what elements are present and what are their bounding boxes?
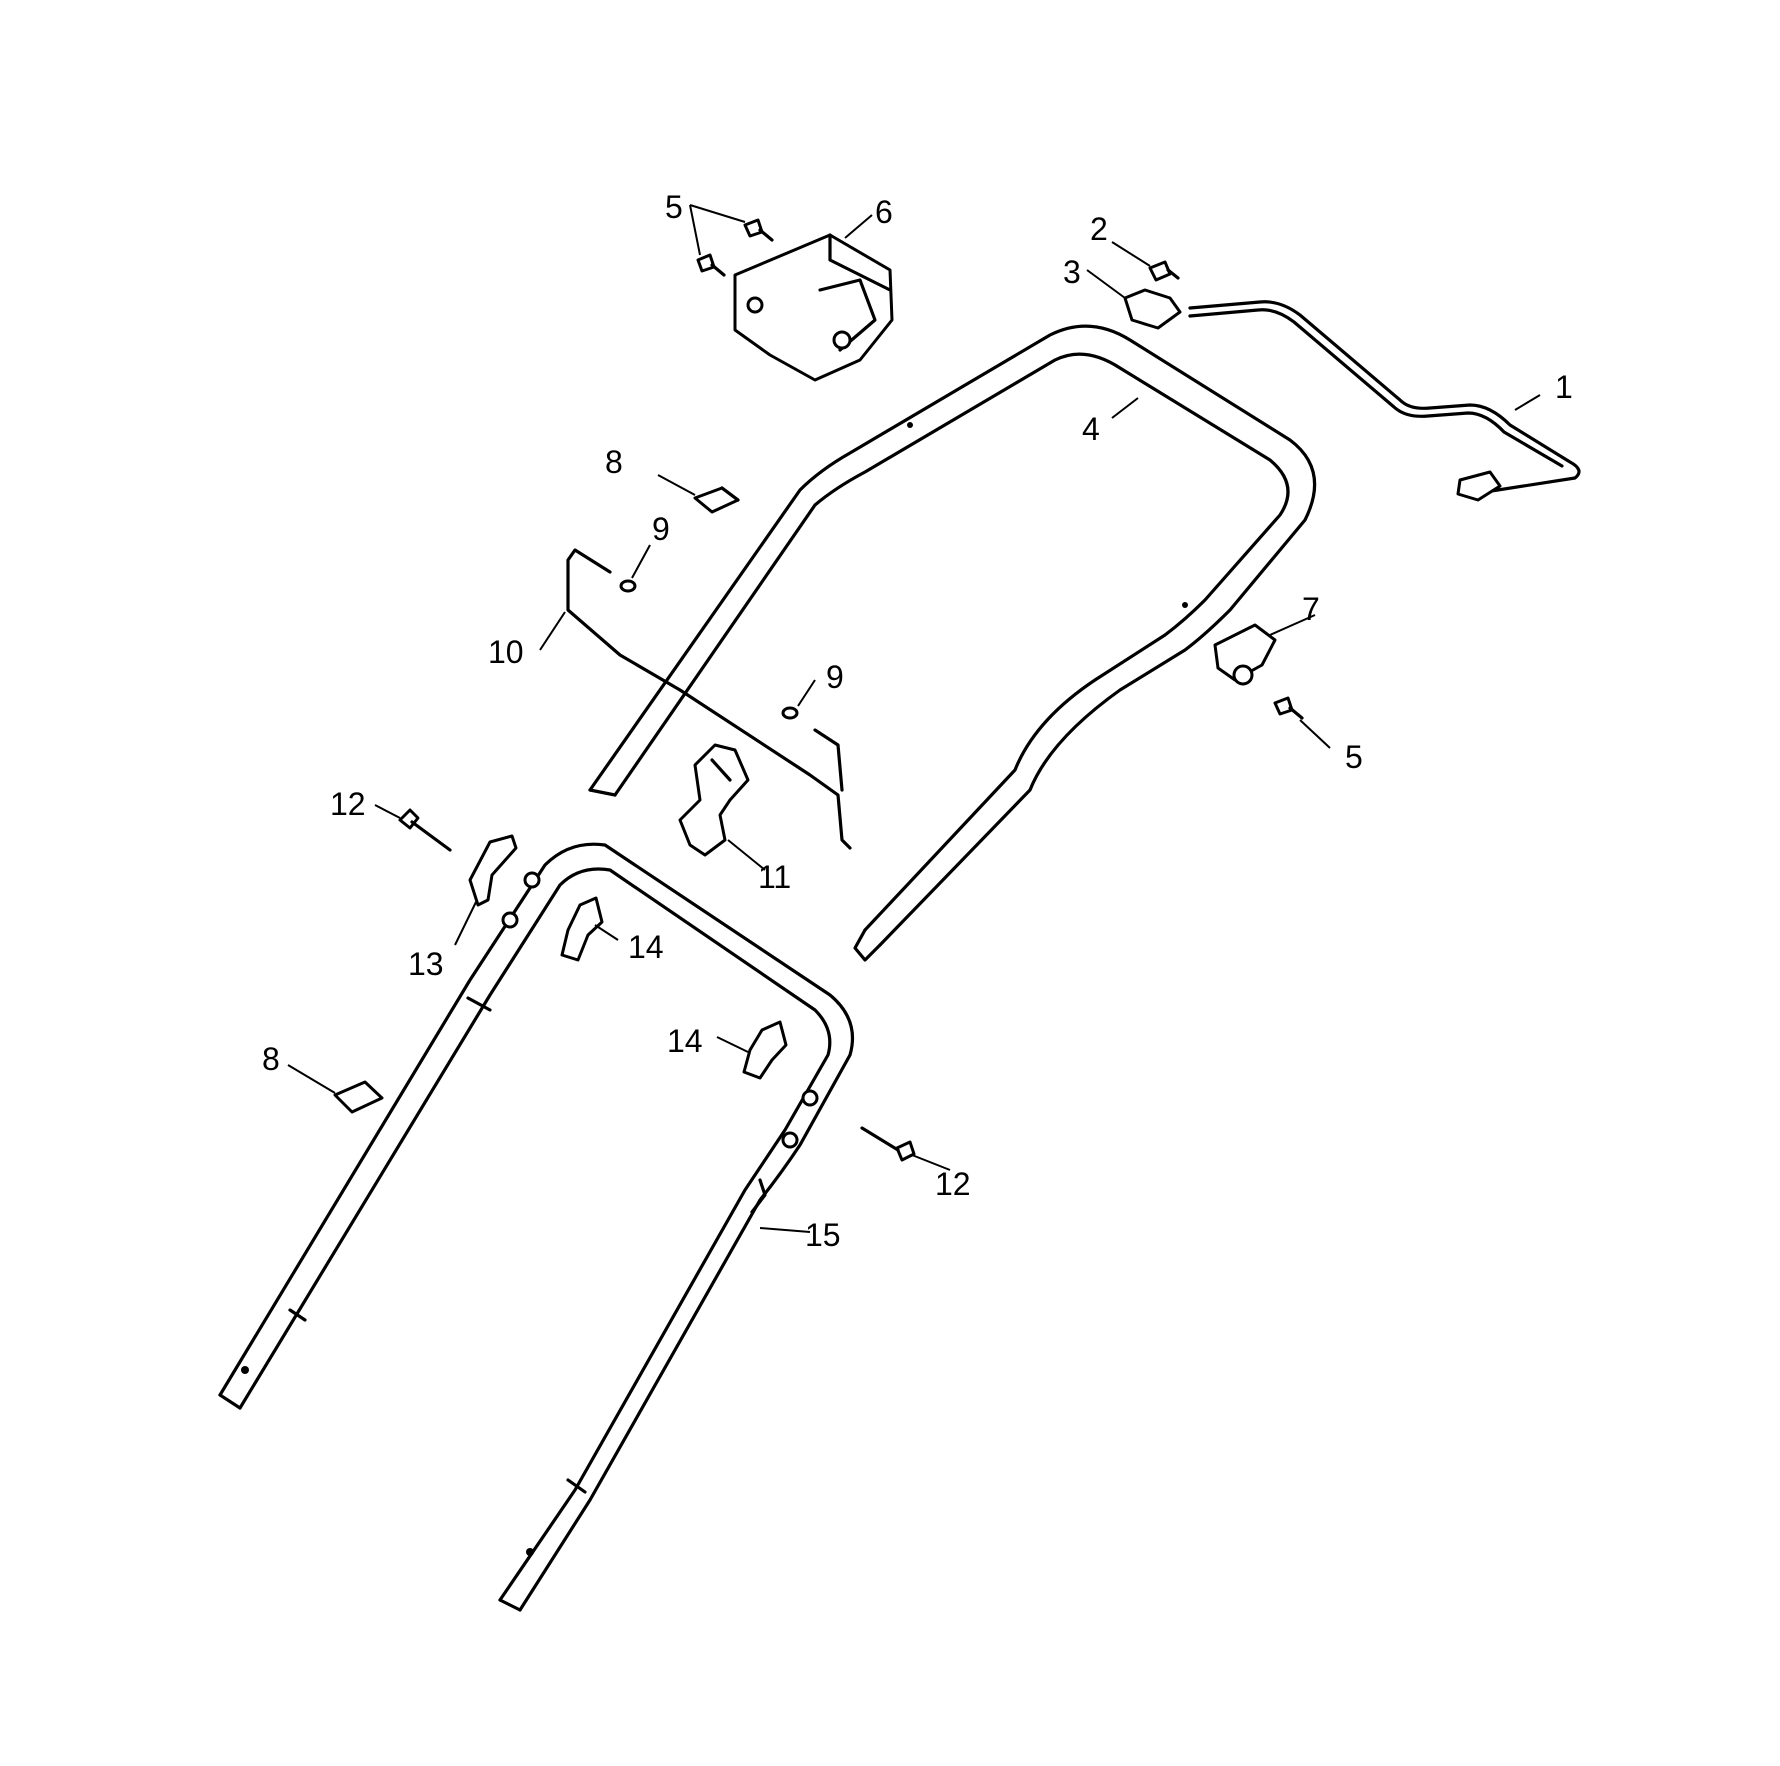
washer-part-9-lower bbox=[781, 706, 799, 720]
callout-9-lower: 9 bbox=[826, 659, 844, 695]
bracket-part-11 bbox=[678, 743, 750, 857]
lever-rod-part-1 bbox=[1188, 300, 1581, 502]
clip-part-3 bbox=[1123, 288, 1182, 330]
callout-2: 2 bbox=[1090, 211, 1108, 247]
lower-handle-part-15 bbox=[218, 842, 855, 1612]
callout-7: 7 bbox=[1302, 591, 1320, 627]
leader-lines bbox=[287, 204, 1541, 1233]
bolt-part-12-lower bbox=[860, 1126, 916, 1162]
callout-12-lower: 12 bbox=[935, 1166, 971, 1202]
knob-part-14-lower bbox=[742, 1020, 788, 1080]
washer-part-9-upper bbox=[619, 579, 637, 593]
callout-14-upper: 14 bbox=[628, 929, 664, 965]
spacer-part-8-lower bbox=[333, 1080, 384, 1114]
upper-handle-part-4 bbox=[588, 324, 1317, 962]
rod-part-10 bbox=[566, 548, 852, 850]
callout-8-lower: 8 bbox=[262, 1041, 280, 1077]
callout-15: 15 bbox=[805, 1217, 841, 1253]
bolt-part-12-upper bbox=[398, 808, 452, 852]
callout-3: 3 bbox=[1063, 254, 1081, 290]
clamp-part-7 bbox=[1213, 623, 1277, 686]
spacer-part-8-upper bbox=[693, 486, 740, 514]
screws-part-5 bbox=[696, 218, 1304, 720]
callout-8-upper: 8 bbox=[605, 444, 623, 480]
callout-1: 1 bbox=[1555, 369, 1573, 405]
callout-9-upper: 9 bbox=[652, 511, 670, 547]
callout-5-top: 5 bbox=[665, 189, 683, 225]
callout-14-lower: 14 bbox=[667, 1023, 703, 1059]
cover-part-6 bbox=[733, 233, 894, 382]
bolt-part-2 bbox=[1148, 260, 1180, 282]
callout-11: 11 bbox=[758, 859, 791, 895]
callout-labels: 1 2 3 4 5 5 6 7 8 8 9 9 10 11 12 12 13 1… bbox=[262, 189, 1573, 1253]
callout-5-right: 5 bbox=[1345, 739, 1363, 775]
callout-10: 10 bbox=[488, 634, 524, 670]
callout-4: 4 bbox=[1082, 411, 1100, 447]
callout-6: 6 bbox=[875, 194, 893, 230]
clip-part-13 bbox=[468, 834, 518, 907]
callout-12-upper: 12 bbox=[330, 786, 366, 822]
knob-part-14-upper bbox=[560, 896, 604, 962]
callout-13: 13 bbox=[408, 946, 444, 982]
